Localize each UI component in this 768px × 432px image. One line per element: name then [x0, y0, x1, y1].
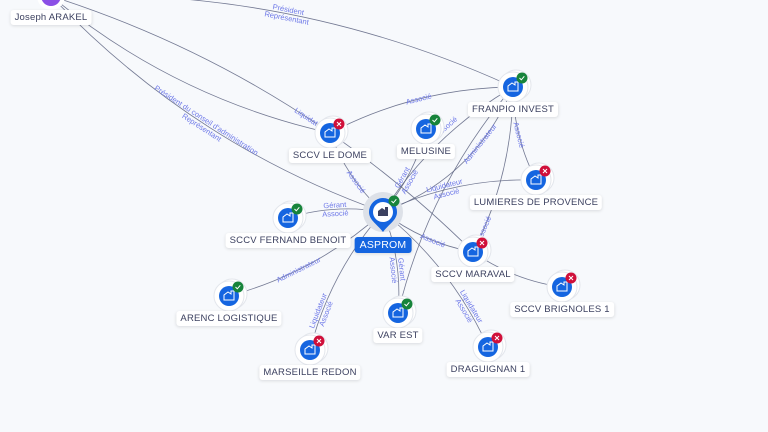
node-varest[interactable]	[382, 295, 417, 329]
edge-label: Associé	[345, 169, 368, 196]
edges-layer	[54, 0, 563, 351]
node-label[interactable]: FRANPIO INVEST	[468, 102, 558, 117]
node-melusine[interactable]	[410, 111, 445, 145]
node-label[interactable]: SCCV FERNAND BENOIT	[225, 233, 351, 248]
person-icon	[41, 0, 61, 6]
edge-label: Associé	[322, 208, 349, 219]
node-ledome[interactable]	[314, 115, 349, 149]
building-icon	[420, 123, 432, 134]
edge-joseph-franpio	[189, 0, 514, 88]
edge-franpio-asprom	[382, 86, 514, 213]
building-icon	[378, 207, 388, 216]
node-franpio[interactable]	[497, 69, 532, 103]
edge-label-group: Associé	[511, 121, 526, 149]
node-asprom[interactable]	[363, 192, 403, 232]
building-icon	[282, 212, 294, 223]
node-label[interactable]: VAR EST	[373, 328, 423, 343]
building-icon	[392, 307, 404, 318]
node-lumieres[interactable]	[520, 162, 555, 196]
edge-label-group: Associé	[345, 169, 368, 196]
node-label[interactable]: SCCV BRIGNOLES 1	[510, 302, 614, 317]
node-label[interactable]: LUMIERES DE PROVENCE	[469, 195, 603, 210]
node-arenc[interactable]	[213, 278, 248, 312]
edge-label-group: Président du conseil d'administrationRep…	[153, 83, 260, 157]
check-badge-icon	[516, 72, 528, 84]
node-label[interactable]: ASPROM	[354, 237, 412, 253]
node-label[interactable]: MARSEILLE REDON	[259, 365, 361, 380]
building-icon	[324, 127, 336, 138]
building-icon	[482, 341, 494, 352]
edge-label: Associé	[511, 121, 526, 149]
node-label[interactable]: SCCV MARAVAL	[431, 267, 515, 282]
edge-label: Associé	[387, 257, 399, 284]
node-maraval[interactable]	[457, 234, 492, 268]
node-label[interactable]: MELUSINE	[396, 144, 456, 159]
edge-joseph-asprom	[54, 0, 384, 213]
check-badge-icon	[388, 195, 400, 207]
building-icon	[304, 344, 316, 355]
edge-label-group: Administrateur	[275, 255, 323, 285]
node-joseph[interactable]	[37, 0, 65, 10]
edge-label-group: Associé	[405, 91, 433, 106]
edge-label: Président du conseil d'administration	[153, 83, 260, 157]
building-icon	[223, 290, 235, 301]
node-fernand[interactable]	[272, 200, 307, 234]
edge-label: Gérant	[323, 200, 347, 210]
node-redon[interactable]	[294, 332, 329, 366]
edge-ledome-franpio	[329, 86, 514, 134]
node-draguignan[interactable]	[472, 329, 507, 363]
node-label[interactable]: ARENC LOGISTIQUE	[176, 311, 282, 326]
check-badge-icon	[401, 298, 413, 310]
edge-label-group: Associé	[419, 231, 447, 249]
building-icon	[530, 174, 542, 185]
check-badge-icon	[429, 114, 441, 126]
edge-label: Associé	[419, 231, 447, 249]
edge-label: Administrateur	[275, 255, 323, 285]
edge-label-group: Administrateur	[461, 122, 499, 166]
check-badge-icon	[291, 203, 303, 215]
building-icon	[556, 281, 568, 292]
node-brignoles[interactable]	[546, 269, 581, 303]
edge-label: Gérant	[396, 257, 408, 282]
edge-asprom-arenc	[228, 211, 384, 297]
node-label[interactable]: Joseph ARAKEL	[10, 10, 92, 25]
edge-label: Administrateur	[461, 122, 499, 166]
check-badge-icon	[232, 281, 244, 293]
edge-label: Associé	[405, 91, 433, 106]
nodes-layer	[37, 0, 581, 366]
building-icon	[467, 246, 479, 257]
node-label[interactable]: SCCV LE DOME	[288, 148, 372, 163]
edge-joseph-maraval	[61, 0, 474, 253]
building-icon	[507, 81, 519, 92]
node-label[interactable]: DRAGUIGNAN 1	[446, 362, 530, 377]
